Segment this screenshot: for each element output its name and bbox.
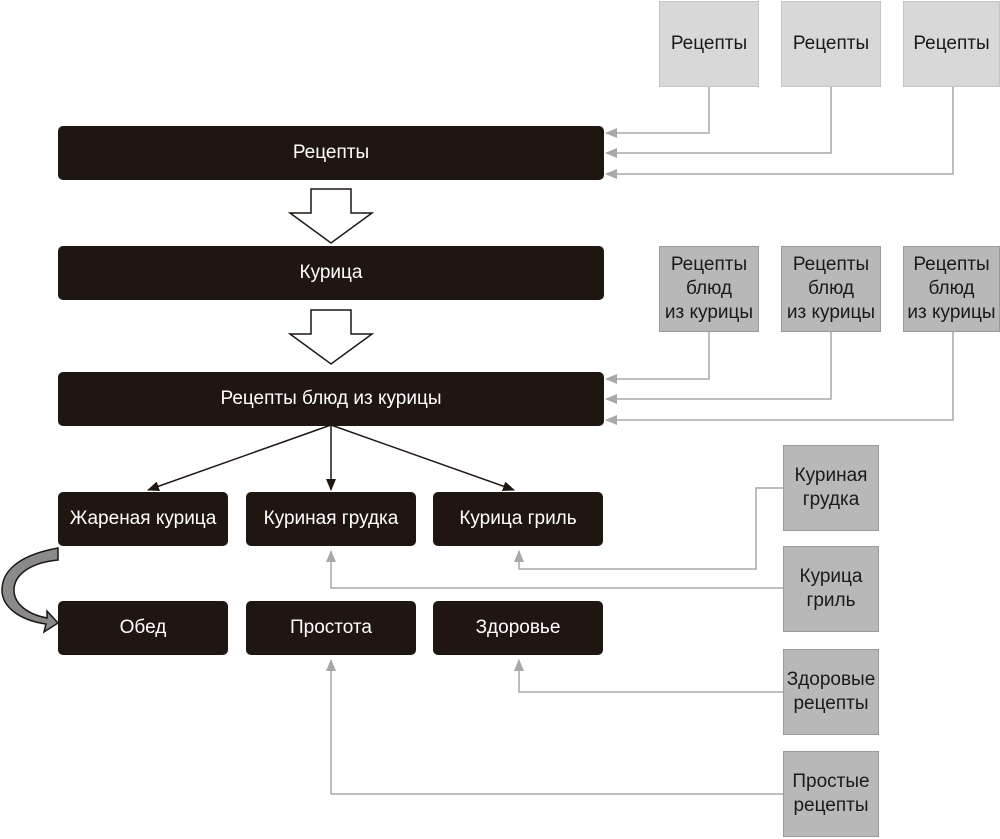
middle-source-box: Рецепты блюд из курицы <box>903 246 1000 332</box>
right-source-healthy-recipes: Здоровые рецепты <box>783 649 879 735</box>
middle-source-label: Рецепты блюд из курицы <box>664 254 754 323</box>
hollow-arrow-2 <box>287 309 375 365</box>
top-source-label: Рецепты <box>670 33 748 55</box>
right-source-label: Здоровые рецепты <box>786 669 876 714</box>
chicken-recipes-box: Рецепты блюд из курицы <box>58 372 604 426</box>
hollow-arrow-1 <box>287 188 375 244</box>
subcategory-fried-chicken: Жареная курица <box>58 492 228 546</box>
right-source-chicken-breast: Куриная грудка <box>783 445 879 531</box>
top-source-box: Рецепты <box>903 1 1000 87</box>
right-source-simple-recipes: Простые рецепты <box>783 751 879 837</box>
top-source-label: Рецепты <box>792 33 870 55</box>
middle-source-label: Рецепты блюд из курицы <box>907 254 996 323</box>
subcategory-label: Куриная грудка <box>263 508 399 530</box>
recipes-box: Рецепты <box>58 126 604 180</box>
attribute-simplicity: Простота <box>246 601 416 655</box>
top-source-connectors <box>605 87 954 179</box>
attribute-label: Обед <box>119 617 167 639</box>
attribute-lunch: Обед <box>58 601 228 655</box>
middle-source-label: Рецепты блюд из курицы <box>786 254 876 323</box>
subcategory-grilled-chicken: Курица гриль <box>433 492 603 546</box>
middle-source-connectors <box>605 332 954 425</box>
right-source-connectors <box>326 487 783 795</box>
top-source-box: Рецепты <box>781 1 881 87</box>
right-source-label: Куриная грудка <box>794 465 868 510</box>
fanout-connectors <box>147 424 515 492</box>
subcategory-chicken-breast: Куриная грудка <box>246 492 416 546</box>
recipes-label: Рецепты <box>292 142 370 164</box>
subcategory-label: Курица гриль <box>459 508 577 530</box>
top-source-label: Рецепты <box>913 33 990 55</box>
attribute-health: Здоровье <box>433 601 603 655</box>
middle-source-box: Рецепты блюд из курицы <box>781 246 881 332</box>
right-source-grilled-chicken: Курица гриль <box>783 546 879 632</box>
attribute-label: Здоровье <box>475 617 561 639</box>
middle-source-box: Рецепты блюд из курицы <box>659 246 759 332</box>
curved-arrow <box>1 547 60 634</box>
subcategory-label: Жареная курица <box>69 508 217 530</box>
chicken-label: Курица <box>299 262 363 284</box>
attribute-label: Простота <box>290 617 372 639</box>
top-source-box: Рецепты <box>659 1 759 87</box>
right-source-label: Курица гриль <box>799 566 863 611</box>
chicken-box: Курица <box>58 246 604 300</box>
chicken-recipes-label: Рецепты блюд из курицы <box>220 388 442 410</box>
right-source-label: Простые рецепты <box>792 771 870 816</box>
